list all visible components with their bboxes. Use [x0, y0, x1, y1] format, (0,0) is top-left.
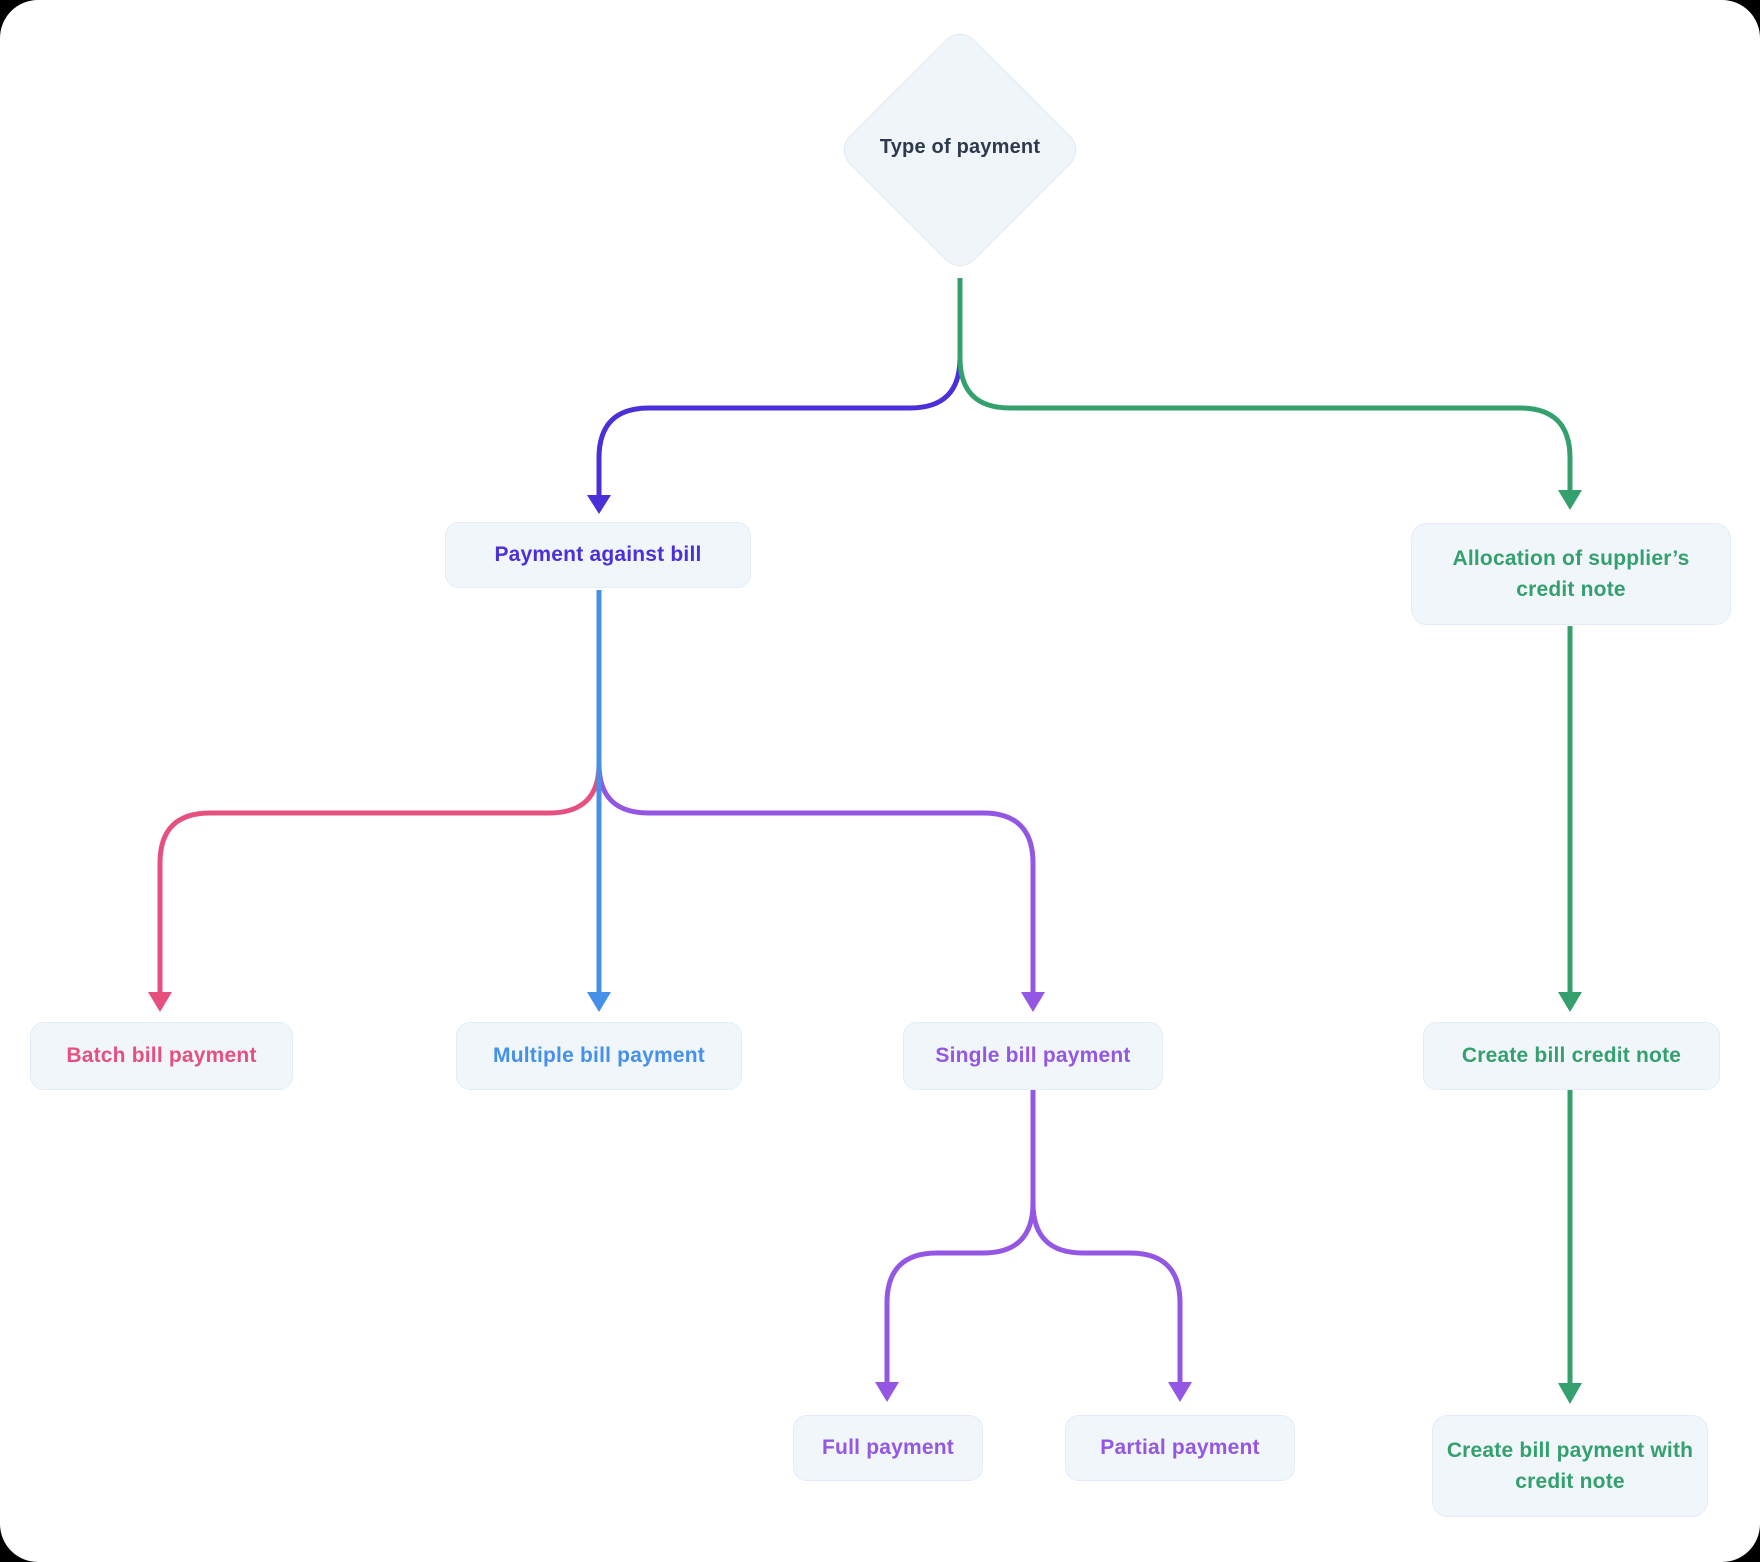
arrowhead-payment-with-credit-note	[1558, 1383, 1582, 1404]
arrowhead-allocation	[1558, 490, 1582, 510]
arrowhead-partial-payment	[1168, 1382, 1192, 1402]
arrowhead-credit-note	[1558, 992, 1582, 1012]
edge-root-to-allocation	[957, 278, 1573, 492]
node-type-of-payment: Type of payment	[860, 136, 1060, 159]
node-label: Payment against bill	[494, 543, 702, 567]
arrowhead-batch	[148, 992, 172, 1012]
edge-single-to-full	[884, 1090, 1036, 1384]
node-label: Partial payment	[1100, 1436, 1260, 1460]
node-full-payment: Full payment	[793, 1415, 983, 1481]
node-allocation-of-suppliers-credit-note: Allocation of supplier’s credit note	[1411, 523, 1731, 625]
arrowhead-payment-against-bill	[587, 495, 611, 514]
node-payment-against-bill: Payment against bill	[445, 522, 751, 588]
node-partial-payment: Partial payment	[1065, 1415, 1295, 1481]
node-create-bill-payment-with-credit-note: Create bill payment with credit note	[1432, 1415, 1708, 1517]
node-label: Create bill credit note	[1461, 1044, 1682, 1068]
node-label: Type of payment	[879, 136, 1041, 158]
node-label: Batch bill payment	[66, 1044, 257, 1068]
edge-payment-to-batch	[157, 763, 602, 994]
node-single-bill-payment: Single bill payment	[903, 1022, 1163, 1090]
edge-payment-to-single	[596, 763, 1036, 994]
node-label: Allocation of supplier’s credit note	[1452, 546, 1690, 602]
node-create-bill-credit-note: Create bill credit note	[1423, 1022, 1720, 1090]
node-batch-bill-payment: Batch bill payment	[30, 1022, 293, 1090]
node-label: Single bill payment	[935, 1044, 1131, 1068]
arrowhead-multiple	[587, 992, 611, 1012]
node-label: Full payment	[822, 1436, 954, 1460]
node-label: Create bill payment with credit note	[1446, 1438, 1694, 1494]
node-label: Multiple bill payment	[493, 1044, 705, 1068]
edge-single-to-partial	[1030, 1202, 1183, 1384]
arrowhead-full-payment	[875, 1382, 899, 1402]
arrowhead-single	[1021, 992, 1045, 1012]
node-multiple-bill-payment: Multiple bill payment	[456, 1022, 742, 1090]
edge-root-to-payment-against-bill	[596, 357, 963, 497]
